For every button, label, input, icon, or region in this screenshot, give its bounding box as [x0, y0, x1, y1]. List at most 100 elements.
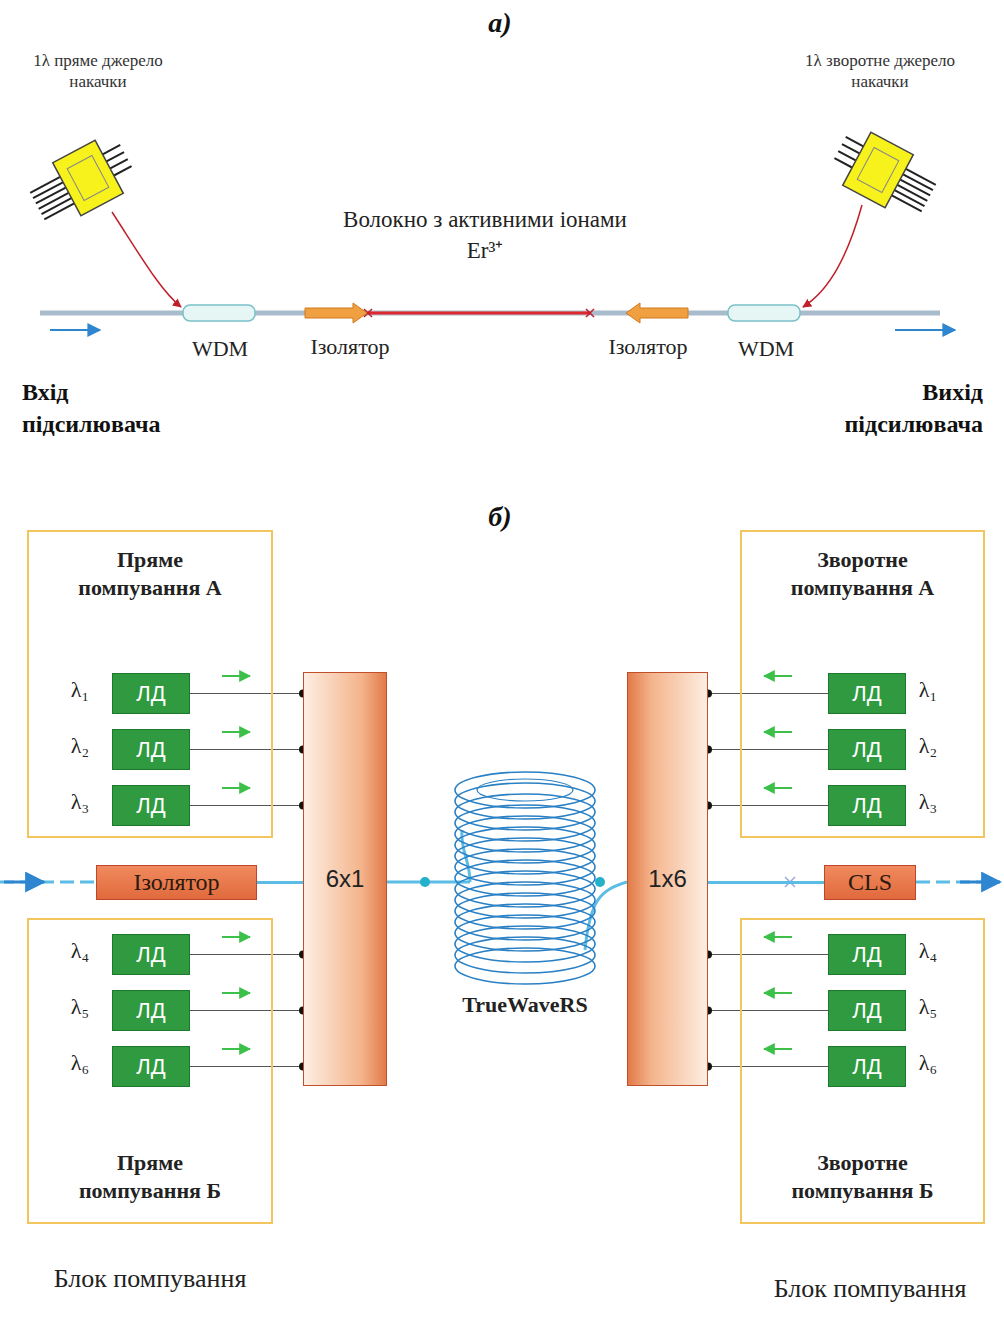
- pump-connector: [190, 693, 303, 694]
- laser-diode: ЛД: [112, 673, 190, 714]
- wavelength-label: λ₃: [58, 789, 102, 815]
- node-label: ЛД: [852, 942, 881, 968]
- fiber-label: Волокно з активними іонами Er³⁺: [330, 204, 640, 266]
- coil-winding: [455, 838, 595, 874]
- laser-diode: ЛД: [112, 990, 190, 1031]
- block-label: Блок помпування: [770, 1272, 970, 1306]
- fiber-connector: [708, 881, 824, 884]
- isolator-arrow: [626, 303, 688, 323]
- signal-arrow: [960, 881, 1000, 884]
- laser-diode: ЛД: [112, 934, 190, 975]
- wavelength-label: λ₁: [58, 677, 102, 703]
- laser-diode: ЛД: [828, 785, 906, 826]
- wavelength-label: λ₆: [906, 1050, 950, 1076]
- pump-connector: [190, 954, 303, 955]
- laser-diode: ЛД: [828, 1046, 906, 1087]
- node-label: ЛД: [852, 1054, 881, 1080]
- pump-connector: [190, 1066, 303, 1067]
- pump-fiber: [112, 212, 181, 307]
- coil-winding: [455, 937, 595, 973]
- part-label: Ізолятор: [580, 334, 716, 360]
- port-label: Вхід підсилювача: [22, 376, 187, 441]
- wavelength-label: λ₄: [906, 938, 950, 964]
- splice-dot: [420, 877, 430, 887]
- pump-source-label: 1λ пряме джерело накачки: [28, 50, 168, 93]
- pump-group: Пряме помпування Б ЛД ЛД ЛД: [27, 918, 273, 1224]
- coil-winding: [455, 948, 595, 984]
- laser-diode: ЛД: [828, 990, 906, 1031]
- wavelength-label: λ₆: [58, 1050, 102, 1076]
- pump-connector: [190, 1010, 303, 1011]
- node-label: 1x6: [648, 865, 687, 893]
- coil-winding: [455, 794, 595, 830]
- node-label: ЛД: [852, 737, 881, 763]
- group-heading: Пряме помпування А: [29, 546, 271, 601]
- wavelength-label: λ₄: [58, 938, 102, 964]
- part-label: WDM: [172, 336, 268, 362]
- pump-laser: [825, 123, 943, 224]
- wavelength-label: λ₁: [906, 677, 950, 703]
- node-label: ЛД: [136, 793, 165, 819]
- wdm-coupler: [183, 305, 255, 321]
- pump-laser: [23, 131, 141, 232]
- coil-winding: [455, 827, 595, 863]
- node-label: 6x1: [326, 865, 365, 893]
- splice-dot: [595, 877, 605, 887]
- pump-connector: [708, 693, 828, 694]
- laser-diode: ЛД: [828, 934, 906, 975]
- signal-arrow: [50, 329, 100, 331]
- laser-diode: ЛД: [828, 729, 906, 770]
- laser-diode: ЛД: [112, 785, 190, 826]
- node-label: Ізолятор: [133, 869, 219, 896]
- coil-winding: [455, 816, 595, 852]
- wavelength-label: λ₂: [906, 733, 950, 759]
- wavelength-label: λ₅: [906, 994, 950, 1020]
- coil-winding: [455, 860, 595, 896]
- coil-winding: [455, 805, 595, 841]
- pump-source-label: 1λ зворотне джерело накачки: [780, 50, 980, 93]
- signal-arrow: [895, 329, 955, 331]
- coil-winding: [477, 779, 573, 801]
- laser-diode: ЛД: [828, 673, 906, 714]
- component-box: Ізолятор: [96, 865, 257, 900]
- figure-label: а): [450, 6, 550, 40]
- pump-connector: [708, 1010, 828, 1011]
- signal-arrow: [4, 881, 44, 884]
- laser-diode: ЛД: [112, 729, 190, 770]
- laser-diode: ЛД: [112, 1046, 190, 1087]
- pump-fiber: [803, 205, 862, 307]
- combiner-box: 1x6: [627, 672, 708, 1086]
- pump-group: Зворотне помпування А ЛД ЛД ЛД: [740, 530, 985, 838]
- pump-group: Зворотне помпування БЛДЛДЛД: [740, 918, 985, 1224]
- coil-winding: [455, 849, 595, 885]
- wdm-coupler: [728, 305, 800, 321]
- isolator-arrow: [305, 303, 367, 323]
- wavelength-label: λ₅: [58, 994, 102, 1020]
- node-label: ЛД: [852, 793, 881, 819]
- component-box: CLS: [824, 865, 916, 900]
- combiner-box: 6x1: [303, 672, 387, 1086]
- pump-connector: [190, 805, 303, 806]
- part-label: Ізолятор: [282, 334, 418, 360]
- node-label: CLS: [848, 869, 892, 896]
- fiber-connector: [257, 881, 303, 884]
- group-heading: Зворотне помпування А: [742, 546, 983, 601]
- group-heading: Пряме помпування Б: [29, 1149, 271, 1204]
- pump-connector: [708, 749, 828, 750]
- node-label: ЛД: [136, 942, 165, 968]
- coil-winding: [455, 915, 595, 951]
- fiber-line: [0, 830, 990, 950]
- coil-winding: [455, 926, 595, 962]
- block-label: Блок помпування: [50, 1262, 250, 1296]
- node-label: ЛД: [136, 681, 165, 707]
- coil-winding: [455, 904, 595, 940]
- pump-group: Пряме помпування А ЛД ЛД ЛД: [27, 530, 273, 838]
- wavelength-label: λ₃: [906, 789, 950, 815]
- pump-connector: [708, 805, 828, 806]
- fiber-label: TrueWaveRS: [405, 992, 645, 1018]
- pump-connector: [708, 954, 828, 955]
